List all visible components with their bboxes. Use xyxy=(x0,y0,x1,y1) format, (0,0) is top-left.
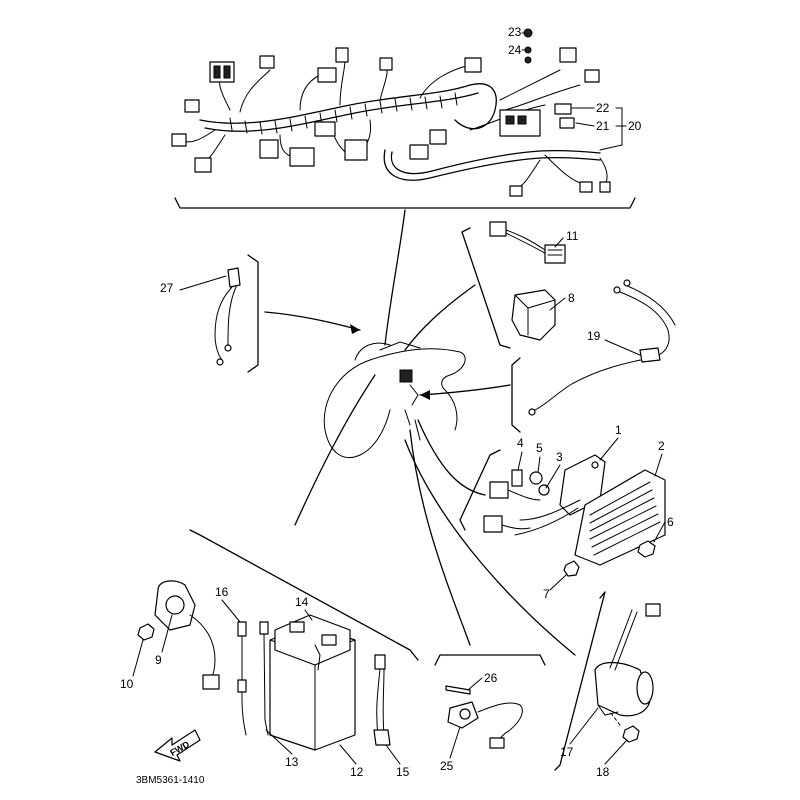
callout-20: 20 xyxy=(628,119,642,133)
callout-23: 23 xyxy=(508,25,522,39)
callout-10: 10 xyxy=(120,677,134,691)
part-8-relay xyxy=(511,289,556,341)
part-6-nut xyxy=(637,540,656,558)
callout-5: 5 xyxy=(536,441,543,455)
part-14-battery-top xyxy=(274,614,351,671)
part-11-sub-harness xyxy=(489,221,566,264)
part-26-bolt xyxy=(445,685,471,695)
part-9-main-switch xyxy=(154,580,220,690)
callout-labels: 23 24 22 21 20 11 8 19 27 1 2 3 4 5 6 7 … xyxy=(120,25,674,779)
drawing-code: 3BM5361-1410 xyxy=(136,775,205,786)
part-13-battery-cable xyxy=(259,621,269,736)
part-15-battery-band xyxy=(373,654,391,746)
callout-15: 15 xyxy=(396,765,410,779)
wire-harness xyxy=(171,28,611,197)
part-10-nut xyxy=(137,623,155,641)
part-16-battery-lead xyxy=(237,621,247,736)
callout-19: 19 xyxy=(587,329,601,343)
callout-11: 11 xyxy=(566,229,579,243)
callout-3: 3 xyxy=(556,450,563,464)
callout-2: 2 xyxy=(658,439,665,453)
arrow-heads xyxy=(350,324,430,400)
callout-17: 17 xyxy=(560,745,574,759)
callout-24: 24 xyxy=(508,43,522,57)
callout-25: 25 xyxy=(440,759,454,773)
callout-16: 16 xyxy=(215,585,229,599)
leader-lines xyxy=(264,209,576,656)
part-17-starter xyxy=(594,603,661,717)
part-2-regulator xyxy=(574,469,666,566)
fwd-arrow-icon: FWD xyxy=(154,729,201,762)
callout-26: 26 xyxy=(484,671,498,685)
callout-leaders xyxy=(132,32,666,765)
callout-1: 1 xyxy=(615,423,622,437)
callout-27: 27 xyxy=(160,281,174,295)
callout-9: 9 xyxy=(155,653,162,667)
callout-4: 4 xyxy=(517,436,524,450)
harness-bracket xyxy=(174,197,636,209)
motorcycle-frame-outline xyxy=(323,341,466,459)
callout-18: 18 xyxy=(596,765,610,779)
part-3-5-fasteners xyxy=(511,469,550,496)
callout-13: 13 xyxy=(285,755,299,769)
part-27-switch xyxy=(214,267,241,366)
part-7-bolt xyxy=(563,560,580,577)
part-18-bolt xyxy=(609,711,640,743)
callout-12: 12 xyxy=(350,765,364,779)
callout-21: 21 xyxy=(596,119,610,133)
callout-7: 7 xyxy=(543,587,550,601)
regulator-leads xyxy=(483,481,581,536)
callout-14: 14 xyxy=(295,595,309,609)
callout-22: 22 xyxy=(596,101,610,115)
callout-8: 8 xyxy=(568,291,575,305)
part-19-lead xyxy=(528,279,676,416)
group-brackets xyxy=(189,227,606,771)
part-25-sensor xyxy=(447,701,523,749)
callout-6: 6 xyxy=(667,515,674,529)
